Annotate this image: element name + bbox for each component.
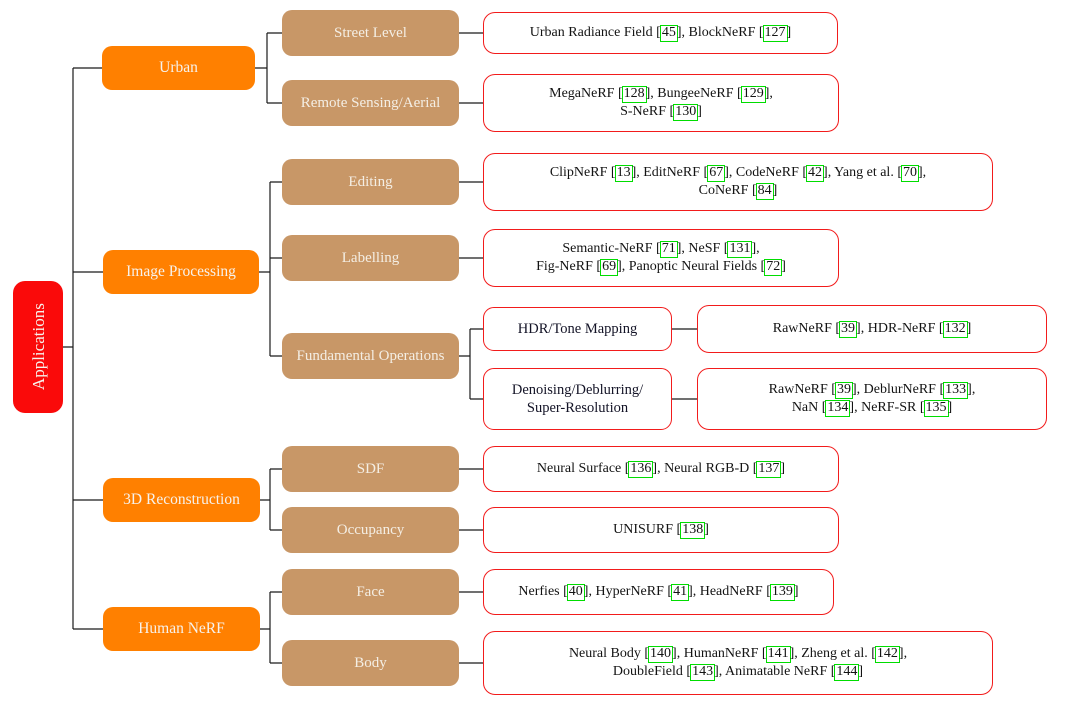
node-body: Body [282,640,459,686]
papers-denoising-text: RawNeRF [39], DeblurNeRF [133], NaN [134… [768,382,976,417]
papers-face: Nerfies [40], HyperNeRF [41], HeadNeRF [… [483,569,834,615]
papers-hdr-tone-mapping-text: RawNeRF [39], HDR-NeRF [132] [772,321,972,338]
papers-remote-sensing-aerial: MegaNeRF [128], BungeeNeRF [129], S-NeRF… [483,74,839,132]
citation-link[interactable]: 39 [839,321,858,338]
papers-street-level-text: Urban Radiance Field [45], BlockNeRF [12… [529,25,792,42]
node-labelling: Labelling [282,235,459,281]
citation-link[interactable]: 137 [756,461,782,478]
node-occupancy-label: Occupancy [336,521,405,538]
citation-link[interactable]: 135 [923,400,949,417]
node-fundamental-operations: Fundamental Operations [282,333,459,379]
node-urban: Urban [102,46,255,90]
citation-link[interactable]: 132 [942,321,968,338]
node-street-level: Street Level [282,10,459,56]
node-labelling-label: Labelling [341,249,400,266]
node-3d-reconstruction: 3D Reconstruction [103,478,260,522]
citation-link[interactable]: 141 [765,646,791,663]
node-face: Face [282,569,459,615]
citation-link[interactable]: 142 [874,646,900,663]
papers-sdf-text: Neural Surface [136], Neural RGB-D [137] [536,461,786,478]
citation-link[interactable]: 42 [806,165,825,182]
node-face-label: Face [356,583,385,600]
citation-link[interactable]: 144 [834,664,860,681]
citation-link[interactable]: 72 [764,259,783,276]
node-editing-label: Editing [348,173,393,190]
node-occupancy: Occupancy [282,507,459,553]
papers-sdf: Neural Surface [136], Neural RGB-D [137] [483,446,839,492]
papers-labelling-text: Semantic-NeRF [71], NeSF [131], Fig-NeRF… [536,241,786,276]
node-image-processing: Image Processing [103,250,259,294]
node-hdr-tone-mapping: HDR/Tone Mapping [483,307,672,351]
citation-link[interactable]: 134 [825,400,851,417]
citation-link[interactable]: 143 [690,664,716,681]
citation-link[interactable]: 45 [659,25,678,42]
citation-link[interactable]: 138 [680,522,706,539]
citation-link[interactable]: 140 [648,646,674,663]
papers-denoising-deblurring-super-resolution: RawNeRF [39], DeblurNeRF [133], NaN [134… [697,368,1047,430]
papers-body: Neural Body [140], HumanNeRF [141], Zhen… [483,631,993,695]
node-human-nerf: Human NeRF [103,607,260,651]
node-remote-sensing-aerial: Remote Sensing/Aerial [282,80,459,126]
citation-link[interactable]: 139 [769,584,795,601]
papers-face-text: Nerfies [40], HyperNeRF [41], HeadNeRF [… [518,584,799,601]
citation-link[interactable]: 39 [834,382,853,399]
citation-link[interactable]: 71 [659,241,678,258]
node-fundamental-operations-label: Fundamental Operations [296,347,445,364]
node-remote-sensing-aerial-label: Remote Sensing/Aerial [300,94,441,111]
node-denoising-deblurring-super-resolution: Denoising/Deblurring/ Super-Resolution [483,368,672,430]
papers-body-text: Neural Body [140], HumanNeRF [141], Zhen… [568,646,908,681]
node-street-level-label: Street Level [334,24,407,41]
node-sdf: SDF [282,446,459,492]
node-applications-label: Applications [28,303,48,391]
papers-labelling: Semantic-NeRF [71], NeSF [131], Fig-NeRF… [483,229,839,287]
node-sdf-label: SDF [356,460,385,477]
citation-link[interactable]: 129 [740,86,766,103]
citation-link[interactable]: 67 [707,165,726,182]
papers-occupancy-text: UNISURF [138] [613,522,709,539]
citation-link[interactable]: 133 [943,382,969,399]
node-urban-label: Urban [159,59,198,77]
node-body-label: Body [354,654,387,671]
citation-link[interactable]: 130 [673,104,699,121]
citation-link[interactable]: 70 [901,165,919,182]
node-3d-reconstruction-label: 3D Reconstruction [123,491,240,509]
citation-link[interactable]: 13 [614,165,633,182]
node-human-nerf-label: Human NeRF [138,620,225,638]
citation-link[interactable]: 84 [755,183,774,200]
citation-link[interactable]: 40 [566,584,585,601]
papers-hdr-tone-mapping: RawNeRF [39], HDR-NeRF [132] [697,305,1047,353]
node-editing: Editing [282,159,459,205]
papers-occupancy: UNISURF [138] [483,507,839,553]
citation-link[interactable]: 131 [727,241,753,258]
node-applications: Applications [13,281,63,413]
citation-link[interactable]: 41 [671,584,690,601]
citation-link[interactable]: 128 [621,86,647,103]
citation-link[interactable]: 69 [600,259,619,276]
node-denoising-deblurring-super-resolution-label: Denoising/Deblurring/ Super-Resolution [511,381,644,416]
citation-link[interactable]: 136 [628,461,654,478]
node-image-processing-label: Image Processing [126,263,236,281]
node-hdr-tone-mapping-label: HDR/Tone Mapping [517,320,638,337]
papers-remote-sensing-aerial-text: MegaNeRF [128], BungeeNeRF [129], S-NeRF… [549,86,773,121]
papers-street-level: Urban Radiance Field [45], BlockNeRF [12… [483,12,838,54]
papers-editing-text: ClipNeRF [13], EditNeRF [67], CodeNeRF [… [549,165,927,200]
citation-link[interactable]: 127 [762,25,788,42]
papers-editing: ClipNeRF [13], EditNeRF [67], CodeNeRF [… [483,153,993,211]
